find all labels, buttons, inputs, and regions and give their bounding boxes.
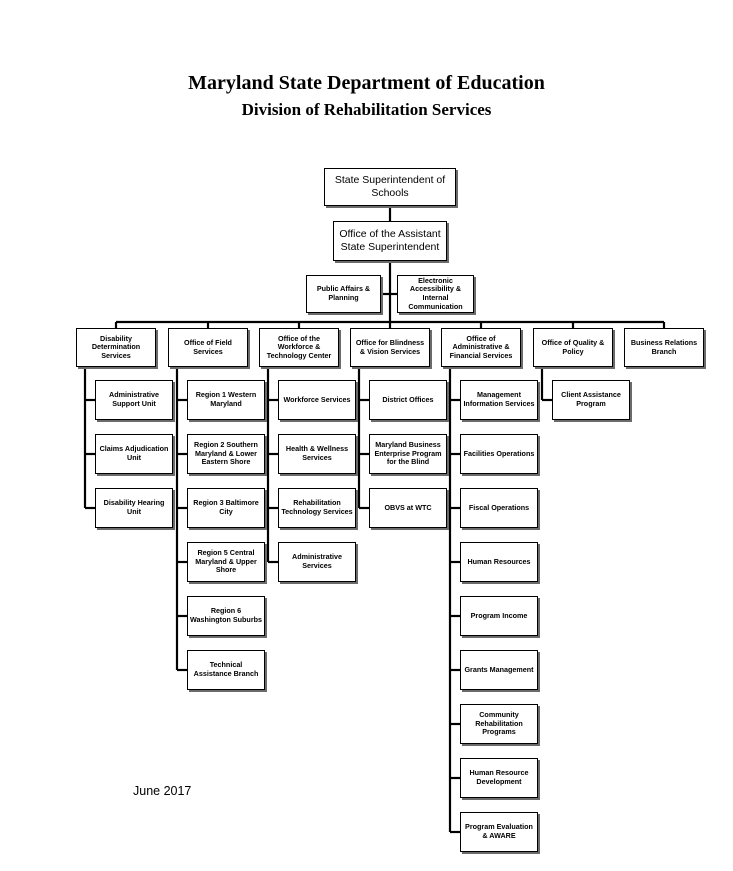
unit-box: Claims Adjudication Unit (95, 434, 173, 474)
unit-box: Fiscal Operations (460, 488, 538, 528)
dept-box: Office of the Workforce & Technology Cen… (259, 328, 339, 367)
unit-box: Region 5 Central Maryland & Upper Shore (187, 542, 265, 582)
unit-box: Disability Hearing Unit (95, 488, 173, 528)
dept-box: Office of Administrative & Financial Ser… (441, 328, 521, 367)
page-subtitle: Division of Rehabilitation Services (241, 100, 492, 119)
unit-box: Client Assistance Program (552, 380, 630, 420)
node-top-1: Office of the Assistant State Superinten… (333, 221, 447, 261)
unit-box: Management Information Services (460, 380, 538, 420)
unit-box: Health & Wellness Services (278, 434, 356, 474)
unit-box: Administrative Services (278, 542, 356, 582)
unit-box: Community Rehabilitation Programs (460, 704, 538, 744)
unit-box: Rehabilitation Technology Services (278, 488, 356, 528)
unit-box: Technical Assistance Branch (187, 650, 265, 690)
node-top-0: State Superintendent of Schools (324, 168, 456, 206)
unit-box: Human Resources (460, 542, 538, 582)
unit-box: Region 2 Southern Maryland & Lower Easte… (187, 434, 265, 474)
unit-box: Workforce Services (278, 380, 356, 420)
unit-box: Region 3 Baltimore City (187, 488, 265, 528)
unit-box: District Offices (369, 380, 447, 420)
unit-box: Region 6 Washington Suburbs (187, 596, 265, 636)
unit-box: Region 1 Western Maryland (187, 380, 265, 420)
unit-box: Administrative Support Unit (95, 380, 173, 420)
dept-box: Office for Blindness & Vision Services (350, 328, 430, 367)
node-staff-1: Electronic Accessibility & Internal Comm… (397, 275, 474, 313)
unit-box: OBVS at WTC (369, 488, 447, 528)
unit-box: Human Resource Development (460, 758, 538, 798)
dept-box: Business Relations Branch (624, 328, 704, 367)
unit-box: Program Evaluation & AWARE (460, 812, 538, 852)
unit-box: Facilities Operations (460, 434, 538, 474)
dept-box: Office of Quality & Policy (533, 328, 613, 367)
unit-box: Grants Management (460, 650, 538, 690)
dept-box: Disability Determination Services (76, 328, 156, 367)
unit-box: Program Income (460, 596, 538, 636)
page-title: Maryland State Department of Education (188, 72, 545, 94)
unit-box: Maryland Business Enterprise Program for… (369, 434, 447, 474)
node-staff-0: Public Affairs & Planning (306, 275, 381, 313)
footer-date: June 2017 (133, 784, 192, 798)
dept-box: Office of Field Services (168, 328, 248, 367)
